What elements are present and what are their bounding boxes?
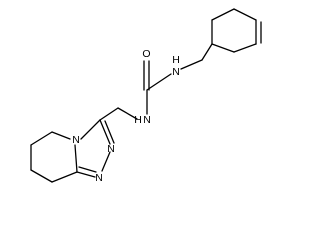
bond-tz-n2-n1 — [101, 151, 111, 172]
bond-tz-c3-n2 — [99, 119, 111, 145]
bond-tz-n1-c8a — [76, 171, 96, 178]
bond-py-n4-c5 — [51, 131, 71, 140]
atom-amide-h-lower: H — [134, 114, 142, 126]
bond-ring-2 — [233, 43, 257, 53]
atom-oxygen: O — [142, 48, 150, 60]
atom-amide-n-lower: N — [143, 114, 151, 126]
bond-py-c8-c8a — [51, 171, 78, 183]
atom-triazole-n2: N — [107, 143, 115, 155]
bond-n-ch2-upper — [180, 59, 203, 70]
bond-py-c5-c6 — [30, 131, 53, 146]
bond-tz-c3-n2-double — [104, 120, 115, 144]
bond-ring-1 — [211, 43, 235, 53]
bonds — [30, 8, 262, 183]
bond-ring-5 — [211, 8, 235, 21]
bond-c-n-upper — [146, 73, 172, 91]
bond-ch2-ring — [201, 43, 213, 61]
atom-triazole-n1: N — [95, 172, 103, 184]
structure-diagram: O N H N H N N N — [30, 8, 262, 184]
bond-py-c7-c8 — [30, 169, 53, 183]
bond-ring-4 — [233, 8, 257, 21]
bond-n-ch2-lower — [117, 107, 138, 120]
atom-amide-n-upper: N — [172, 66, 180, 78]
bond-tz-c8a-n4 — [74, 144, 78, 173]
atom-triazole-n4: N — [72, 134, 80, 146]
bond-tz-n4-c3 — [80, 119, 101, 140]
atom-amide-h-upper: H — [172, 54, 180, 66]
atom-labels: O N H N H N N N — [72, 48, 180, 184]
bond-ch2-triazole — [99, 107, 119, 121]
bond-tz-n1-c8a-double — [78, 166, 97, 173]
